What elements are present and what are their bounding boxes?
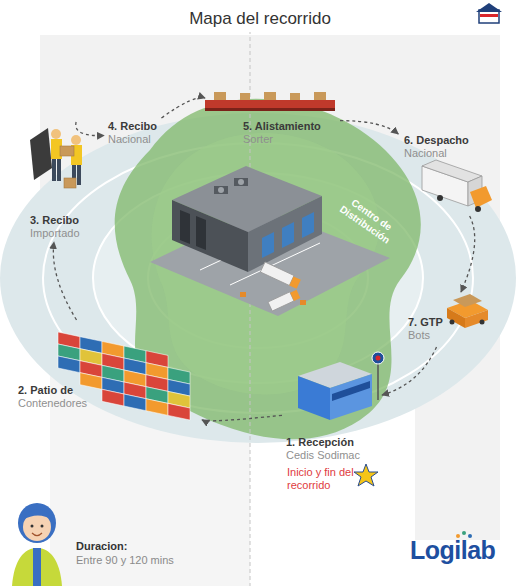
start-star (354, 464, 378, 486)
route-arrow (382, 347, 437, 395)
station-heading: 5. Alistamiento (243, 120, 340, 133)
house-logo (476, 3, 502, 23)
route-arrow (76, 122, 104, 136)
station-subtitle: Contenedores (18, 397, 202, 410)
station-heading: 7. GTP (408, 316, 494, 329)
route-arrow (461, 216, 475, 292)
truck (422, 160, 492, 212)
start-end-note: Inicio y fin del recorrido (287, 466, 363, 492)
station-node: 2. Patio deContenedores (12, 320, 202, 420)
station-subtitle: Bots (408, 329, 494, 342)
guide-avatar (12, 503, 62, 586)
station-text: 6. DespachoNacional (404, 134, 498, 160)
station-subtitle: Importado (30, 227, 100, 240)
station-node: 7. GTPBots (404, 292, 494, 347)
duration-value: Entre 90 y 120 mins (76, 554, 216, 566)
reception-building (298, 352, 384, 420)
route-arrow (53, 242, 76, 320)
title-backing (165, 4, 355, 32)
route-arrow (202, 415, 282, 421)
station-text: 2. Patio deContenedores (18, 384, 202, 410)
station-subtitle: Sorter (243, 133, 340, 146)
station-heading: 1. Recepción (286, 436, 382, 449)
station-node: 5. AlistamientoSorter (205, 92, 340, 150)
station-text: 4. ReciboNacional (108, 120, 174, 146)
station-heading: 3. Recibo (30, 214, 100, 227)
station-subtitle: Nacional (108, 133, 174, 146)
station-subtitle: Cedis Sodimac (286, 449, 382, 462)
workers-illustration (30, 128, 82, 188)
station-node: 1. RecepciónCedis Sodimac (282, 360, 382, 460)
duration-heading: Duracion: (76, 540, 196, 552)
station-heading: 6. Despacho (404, 134, 498, 147)
station-node: 3. ReciboImportado (24, 122, 100, 242)
axis-line (250, 30, 251, 586)
green-zone (115, 99, 421, 440)
brand-logo: Logilab (410, 536, 510, 565)
station-text: 7. GTPBots (408, 316, 494, 342)
route-arrow (340, 121, 398, 134)
gtp-bot (447, 294, 488, 328)
station-node: 6. DespachoNacional (398, 134, 498, 216)
station-text: 3. ReciboImportado (30, 214, 100, 240)
station-heading: 4. Recibo (108, 120, 174, 133)
ring-outer (0, 113, 516, 443)
sorter-conveyor (205, 92, 335, 111)
warehouse (150, 166, 390, 316)
station-heading: 2. Patio de (18, 384, 202, 397)
map-title: Mapa del recorrido (165, 9, 355, 29)
station-node: 4. ReciboNacional (104, 118, 174, 150)
station-subtitle: Nacional (404, 147, 498, 160)
station-text: 5. AlistamientoSorter (243, 120, 340, 146)
route-arrow (161, 98, 205, 118)
station-text: 1. RecepciónCedis Sodimac (286, 436, 382, 462)
